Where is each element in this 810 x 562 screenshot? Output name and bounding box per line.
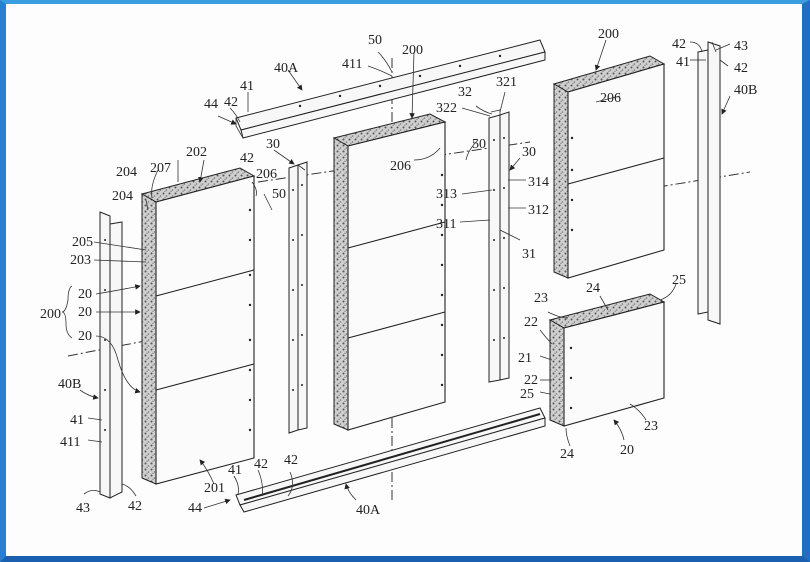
- label-top-rail-42b: 42: [240, 151, 254, 166]
- label-left-203: 203: [70, 253, 91, 268]
- label-left-rail-43: 43: [76, 501, 90, 516]
- top-rail-40A: [235, 39, 546, 139]
- panel-upper-right: [552, 55, 666, 279]
- label-unit-20a: 20: [78, 287, 92, 302]
- label-bottom-rail-42b: 42: [284, 453, 298, 468]
- label-center-206: 206: [390, 159, 411, 174]
- label-top-rail-40A: 40A: [274, 61, 299, 76]
- label-left-204a: 204: [116, 165, 137, 180]
- label-center-50: 50: [472, 137, 486, 152]
- label-strip-31: 31: [522, 247, 536, 262]
- label-left-201: 201: [204, 481, 225, 496]
- panel-unit-20: [548, 293, 666, 427]
- label-left-204b: 204: [112, 189, 133, 204]
- label-left-rail-411: 411: [60, 435, 80, 450]
- label-strip-314: 314: [528, 175, 549, 190]
- label-unit-23a: 23: [534, 291, 548, 306]
- label-strip-left-30: 30: [266, 137, 280, 152]
- label-bottom-rail-41: 41: [228, 463, 242, 478]
- label-right-206: 206: [600, 91, 621, 106]
- label-left-207: 207: [150, 161, 171, 176]
- label-left-206: 206: [256, 167, 277, 182]
- leader-lines: [61, 39, 731, 509]
- label-unit-20: 20: [620, 443, 634, 458]
- label-strip-313: 313: [436, 187, 457, 202]
- label-left-205: 205: [72, 235, 93, 250]
- label-left-rail-41: 41: [70, 413, 84, 428]
- panel-center: [332, 113, 447, 431]
- label-unit-21: 21: [518, 351, 532, 366]
- panel-left: [140, 167, 256, 485]
- label-strip-right-30: 30: [522, 145, 536, 160]
- label-top-rail-42a: 42: [224, 95, 238, 110]
- label-bottom-rail-42a: 42: [254, 457, 268, 472]
- label-unit-24a: 24: [586, 281, 600, 296]
- left-rail-40B: [99, 211, 123, 499]
- label-right-200: 200: [598, 27, 619, 42]
- connector-strip-right-30: [488, 109, 510, 383]
- label-unit-22b: 22: [524, 373, 538, 388]
- label-left-rail-42: 42: [128, 499, 142, 514]
- right-rail-40B: [697, 41, 721, 325]
- label-center-200: 200: [402, 43, 423, 58]
- label-strip-311: 311: [436, 217, 456, 232]
- label-top-rail-44: 44: [204, 97, 218, 112]
- label-strip-312: 312: [528, 203, 549, 218]
- label-unit-20b: 20: [78, 305, 92, 320]
- label-unit-22a: 22: [524, 315, 538, 330]
- label-unit-25b: 25: [520, 387, 534, 402]
- label-group-200: 200: [40, 307, 61, 322]
- label-strip-322: 322: [436, 101, 457, 116]
- bottom-rail-40A: [235, 407, 546, 513]
- label-right-rail-40B: 40B: [734, 83, 757, 98]
- connector-strip-left-30: [288, 161, 308, 434]
- label-top-rail-411: 411: [342, 57, 362, 72]
- label-left-202: 202: [186, 145, 207, 160]
- label-top-rail-50: 50: [368, 33, 382, 48]
- label-unit-20c: 20: [78, 329, 92, 344]
- label-top-rail-41: 41: [240, 79, 254, 94]
- label-unit-23b: 23: [644, 419, 658, 434]
- label-unit-25a: 25: [672, 273, 686, 288]
- label-right-rail-43: 43: [734, 39, 748, 54]
- label-left-rail-40B: 40B: [58, 377, 81, 392]
- label-bottom-rail-44: 44: [188, 501, 202, 516]
- label-unit-24b: 24: [560, 447, 574, 462]
- label-right-rail-42a: 42: [672, 37, 686, 52]
- label-strip-321: 321: [496, 75, 517, 90]
- label-bottom-rail-40A: 40A: [356, 503, 381, 518]
- label-left-50: 50: [272, 187, 286, 202]
- label-strip-32: 32: [458, 85, 472, 100]
- label-right-rail-41: 41: [676, 55, 690, 70]
- label-right-rail-42b: 42: [734, 61, 748, 76]
